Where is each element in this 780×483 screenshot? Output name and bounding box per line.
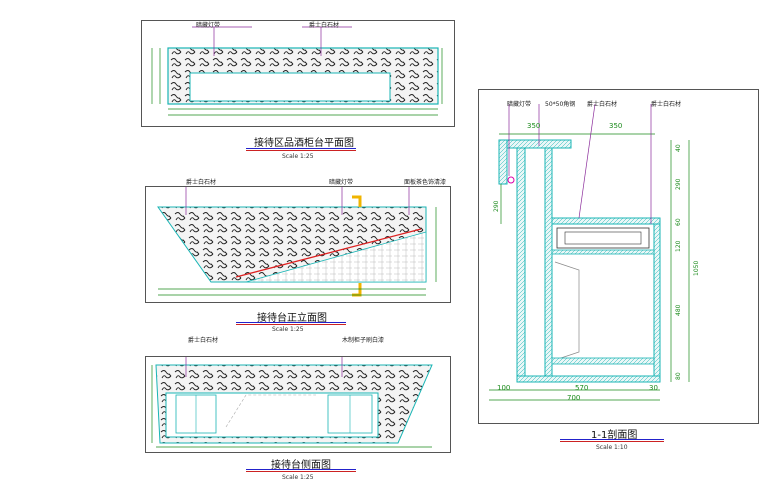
plan-drawing-frame: 暗藏灯带 爵士白石材 [141, 20, 455, 127]
side-title: 接待台侧面图 [271, 460, 331, 471]
side-title-underline [246, 469, 356, 470]
plan-title-underline [246, 148, 356, 149]
side-drawing-frame: 爵士白石材 木制柜子刷白漆 [145, 337, 451, 453]
section-label-stone-2: 爵士白石材 [651, 101, 682, 108]
section-dim-right-6: 80 [675, 372, 682, 380]
front-title-underline-red [236, 324, 346, 325]
section-dim-right-5: 480 [675, 304, 682, 316]
section-dim-right-total: 1050 [693, 260, 700, 276]
section-title-underline [560, 439, 664, 440]
section-dim-left: 290 [493, 200, 500, 212]
section-drawing-svg [489, 103, 690, 401]
section-label-light-strip: 暗藏灯带 [507, 101, 532, 108]
section-dim-right-2: 290 [675, 178, 682, 190]
front-drawing-frame: 爵士白石材 暗藏灯带 面板茶色饰清漆 [145, 179, 451, 303]
side-scale: Scale 1:25 [282, 474, 314, 481]
plan-scale: Scale 1:25 [282, 153, 314, 160]
section-label-stone-1: 爵士白石材 [587, 101, 618, 108]
section-dim-bottom-1: 100 [497, 384, 511, 392]
side-drawing-svg [151, 357, 433, 448]
section-dim-bottom-total: 700 [567, 394, 581, 402]
section-dim-bottom-3: 30 [649, 384, 658, 392]
front-title-underline [236, 322, 346, 323]
side-title-underline-red [246, 471, 356, 472]
section-scale: Scale 1:10 [596, 444, 628, 451]
front-label-stone: 爵士白石材 [186, 179, 217, 186]
front-scale: Scale 1:25 [272, 326, 304, 333]
section-title: 1-1剖面图 [591, 430, 638, 441]
plan-title-underline-red [246, 150, 356, 151]
section-dim-top-1: 350 [527, 122, 541, 130]
plan-title: 接待区品酒柜台平面图 [254, 138, 354, 149]
section-title-underline-red [560, 441, 664, 442]
plan-label-light-strip: 暗藏灯带 [196, 22, 221, 29]
section-dim-right-1: 40 [675, 144, 682, 152]
section-dim-right-4: 120 [675, 240, 682, 252]
section-label-angle-steel: 50*50角钢 [545, 101, 576, 108]
front-title: 接待台正立面图 [257, 313, 327, 324]
plan-drawing-svg [151, 26, 443, 116]
section-drawing-frame: 暗藏灯带 50*50角钢 爵士白石材 爵士白石材 350 350 100 570… [478, 89, 759, 424]
section-dim-top-2: 350 [609, 122, 623, 130]
side-label-cabinet: 木制柜子刷白漆 [342, 337, 385, 344]
plan-label-stone: 爵士白石材 [309, 22, 340, 29]
section-dim-bottom-2: 570 [575, 384, 589, 392]
front-drawing-svg [157, 187, 437, 297]
section-dim-right-3: 60 [675, 218, 682, 226]
front-label-light-strip: 暗藏灯带 [329, 179, 354, 186]
side-label-stone: 爵士白石材 [188, 337, 219, 344]
front-label-panel: 面板茶色饰清漆 [404, 179, 447, 186]
